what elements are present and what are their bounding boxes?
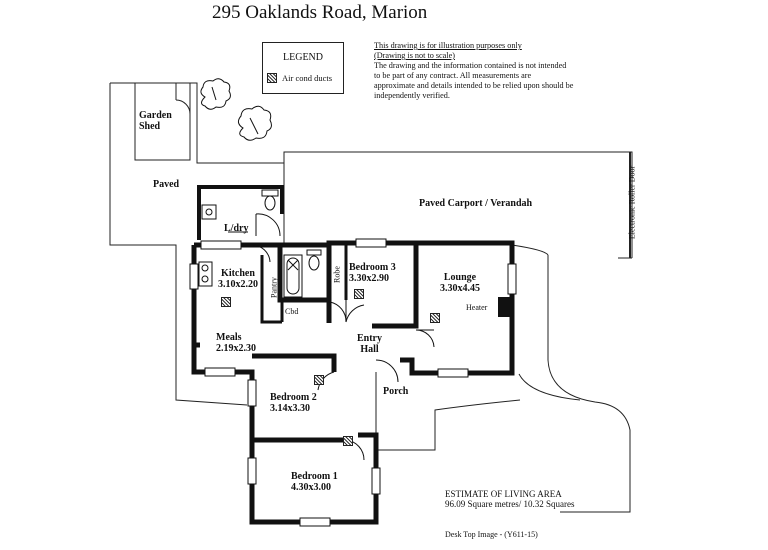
- estimate-heading: ESTIMATE OF LIVING AREA: [445, 489, 562, 499]
- trough: [201, 204, 217, 220]
- toilet-bowl: [308, 255, 320, 271]
- disclaimer: This drawing is for illustration purpose…: [374, 41, 574, 101]
- disclaimer-line2: (Drawing is not to scale): [374, 51, 455, 60]
- carport-label: Paved Carport / Verandah: [419, 198, 533, 209]
- carport-curve: [547, 255, 631, 513]
- carport-edge: [511, 244, 549, 256]
- heater-label: Heater: [466, 303, 488, 312]
- legend-row: Air cond ducts: [267, 73, 332, 83]
- shower-x: [287, 259, 299, 271]
- roller-door-label: Electronic Roller Door: [627, 165, 637, 240]
- air-duct-icon: [221, 297, 231, 307]
- tree-icon: [200, 78, 231, 110]
- page-title: 295 Oaklands Road, Marion: [212, 2, 428, 23]
- legend-item-label: Air cond ducts: [282, 73, 333, 83]
- window: [437, 368, 469, 378]
- pantry-label: Pantry: [269, 277, 279, 298]
- tree-icon: [237, 105, 272, 141]
- door-arc: [329, 301, 347, 323]
- porch-edge: [375, 372, 521, 451]
- boundary-line: [109, 83, 248, 406]
- robe-label: Robe: [332, 266, 342, 283]
- air-duct-icon: [314, 375, 324, 385]
- ldry-door-arc: [255, 213, 281, 237]
- stove-burner: [201, 264, 209, 272]
- stove: [198, 261, 213, 287]
- door-arc: [251, 244, 271, 263]
- toilet-cistern: [306, 249, 322, 256]
- air-duct-icon: [430, 313, 440, 323]
- trough-drain: [205, 208, 213, 216]
- toilet-cistern: [261, 189, 279, 197]
- stove-burner: [201, 275, 209, 283]
- bath: [283, 254, 303, 298]
- door-arc: [375, 359, 399, 383]
- window: [507, 263, 517, 295]
- porch-label: Porch: [383, 386, 409, 397]
- window: [247, 379, 257, 407]
- footer-text: Desk Top Image - (Y611-15): [445, 530, 538, 539]
- window: [200, 240, 242, 250]
- estimate-value: 96.09 Square metres/ 10.32 Squares: [445, 499, 575, 509]
- living-area-estimate: ESTIMATE OF LIVING AREA 96.09 Square met…: [445, 489, 574, 509]
- door-arc: [345, 304, 365, 323]
- interior-wall: [277, 245, 329, 303]
- window: [204, 367, 236, 377]
- window: [247, 457, 257, 485]
- paved-label: Paved: [153, 179, 180, 190]
- pantry-wall: [260, 255, 282, 324]
- legend-heading: LEGEND: [283, 52, 323, 63]
- window: [371, 467, 381, 495]
- disclaimer-line1: This drawing is for illustration purpose…: [374, 41, 522, 50]
- air-duct-icon: [267, 73, 277, 83]
- window: [355, 238, 387, 248]
- interior-wall: [252, 353, 337, 372]
- house-outer-wall: [191, 245, 379, 525]
- cbd-label: Cbd: [285, 307, 299, 316]
- legend-box: LEGEND Air cond ducts: [262, 42, 344, 94]
- garden-shed-outline: [134, 83, 191, 161]
- interior-wall: [372, 245, 419, 329]
- air-duct-icon: [343, 436, 353, 446]
- door-arc: [415, 329, 435, 348]
- disclaimer-body: The drawing and the information containe…: [374, 61, 574, 100]
- heater-box: [498, 297, 512, 317]
- boundary-line: [110, 82, 633, 258]
- bath-inner: [286, 257, 300, 295]
- window: [189, 263, 199, 290]
- shed-door-arc: [175, 99, 191, 115]
- ldry-label: L/dry: [224, 223, 249, 234]
- toilet-bowl: [264, 195, 276, 211]
- laundry-walls: [197, 185, 284, 240]
- air-duct-icon: [354, 289, 364, 299]
- paved-edge: [518, 373, 581, 401]
- window: [299, 517, 331, 527]
